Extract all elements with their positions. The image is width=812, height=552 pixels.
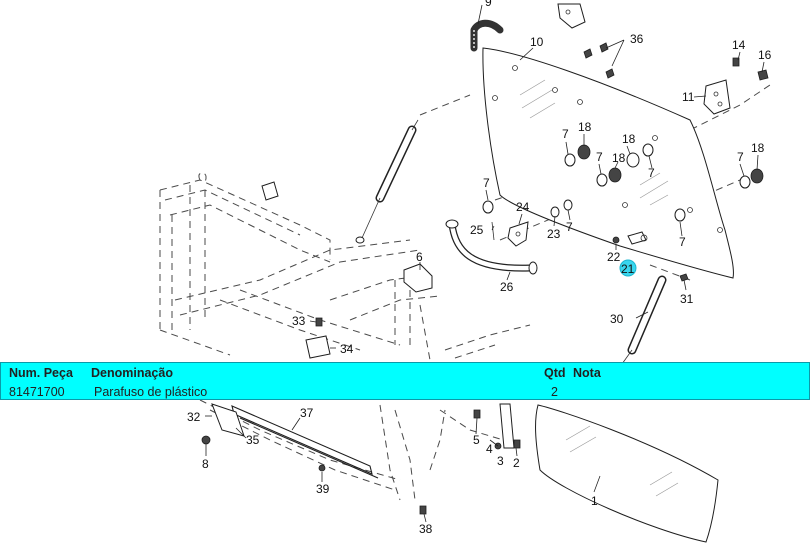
parts-table-band: Num. Peça Denominação Qtd Nota 81471700 … xyxy=(0,362,810,400)
callout-25[interactable]: 25 xyxy=(470,223,484,237)
callout-11[interactable]: 11 xyxy=(682,90,695,104)
row-qty: 2 xyxy=(551,385,558,399)
callout-33[interactable]: 33 xyxy=(292,314,306,328)
handle-26 xyxy=(445,219,538,275)
screw-38 xyxy=(419,505,427,515)
seal-strip-9 xyxy=(470,19,504,52)
header-part-number: Num. Peça xyxy=(9,366,73,380)
callout-18[interactable]: 18 xyxy=(612,151,626,165)
cab-frame-dashed xyxy=(159,172,531,501)
callout-32[interactable]: 32 xyxy=(187,410,201,424)
callout-14[interactable]: 14 xyxy=(732,38,746,52)
row-part-number[interactable]: 81471700 xyxy=(9,385,65,399)
callout-16[interactable]: 16 xyxy=(758,48,772,62)
callout-2[interactable]: 2 xyxy=(513,456,520,470)
nut-8 xyxy=(201,435,211,445)
callout-24[interactable]: 24 xyxy=(516,200,530,214)
latch-bracket-11 xyxy=(703,79,731,115)
hinge-top xyxy=(557,3,586,29)
callout-39[interactable]: 39 xyxy=(316,482,330,496)
studs-36 xyxy=(583,42,615,79)
callout-18[interactable]: 18 xyxy=(622,132,636,146)
callout-6[interactable]: 6 xyxy=(416,250,423,264)
plastic-screw-21 xyxy=(627,231,648,245)
callout-18[interactable]: 18 xyxy=(578,120,592,134)
callout-7[interactable]: 7 xyxy=(566,220,573,234)
callout-7[interactable]: 7 xyxy=(679,235,686,249)
fitting-22 xyxy=(612,236,620,244)
callout-4[interactable]: 4 xyxy=(486,442,493,456)
screw-2 xyxy=(513,439,521,449)
header-note: Nota xyxy=(573,366,601,380)
callout-7[interactable]: 7 xyxy=(737,150,744,164)
callout-38[interactable]: 38 xyxy=(419,522,433,536)
callout-35[interactable]: 35 xyxy=(246,433,260,447)
callout-18[interactable]: 18 xyxy=(751,141,765,155)
screw-14 xyxy=(732,57,740,67)
bracket-34 xyxy=(305,335,331,359)
callout-numbers: 9 10 36 14 16 11 7 18 18 7 18 7 7 18 7 2… xyxy=(187,0,772,536)
screw-33 xyxy=(315,317,323,327)
pin-25 xyxy=(491,221,495,241)
callout-36[interactable]: 36 xyxy=(630,32,644,46)
callout-31[interactable]: 31 xyxy=(680,292,694,306)
row-description[interactable]: Parafuso de plástico xyxy=(94,385,208,399)
block-6 xyxy=(261,181,433,293)
callout-30[interactable]: 30 xyxy=(610,312,624,326)
callout-5[interactable]: 5 xyxy=(473,433,480,447)
glass-panel-1 xyxy=(535,404,719,543)
callout-34[interactable]: 34 xyxy=(340,342,354,356)
gas-strut-upper-left xyxy=(355,119,419,244)
strip-4 xyxy=(499,403,515,449)
callout-37[interactable]: 37 xyxy=(300,406,314,420)
latch-24 xyxy=(507,221,529,247)
highlight-marker xyxy=(619,259,637,277)
callout-7[interactable]: 7 xyxy=(648,166,655,180)
callout-23[interactable]: 23 xyxy=(547,227,561,241)
gas-strut-30 xyxy=(621,275,667,365)
callout-1[interactable]: 1 xyxy=(591,494,598,508)
callout-10[interactable]: 10 xyxy=(530,35,544,49)
header-qty: Qtd xyxy=(544,366,566,380)
callout-7[interactable]: 7 xyxy=(562,127,569,141)
bolt-5 xyxy=(473,409,481,419)
screw-39 xyxy=(318,464,326,472)
bolt-16 xyxy=(757,69,769,81)
callout-8[interactable]: 8 xyxy=(202,457,209,471)
header-description: Denominação xyxy=(91,366,173,380)
callout-22[interactable]: 22 xyxy=(607,250,621,264)
screw-31 xyxy=(679,273,689,282)
callout-21[interactable]: 21 xyxy=(621,262,635,276)
leader-lines xyxy=(205,4,765,523)
callout-7[interactable]: 7 xyxy=(596,150,603,164)
callout-3[interactable]: 3 xyxy=(497,454,504,468)
callout-7[interactable]: 7 xyxy=(483,176,490,190)
glass-panel-10 xyxy=(482,47,734,279)
callout-9[interactable]: 9 xyxy=(485,0,492,9)
callout-26[interactable]: 26 xyxy=(500,280,514,294)
